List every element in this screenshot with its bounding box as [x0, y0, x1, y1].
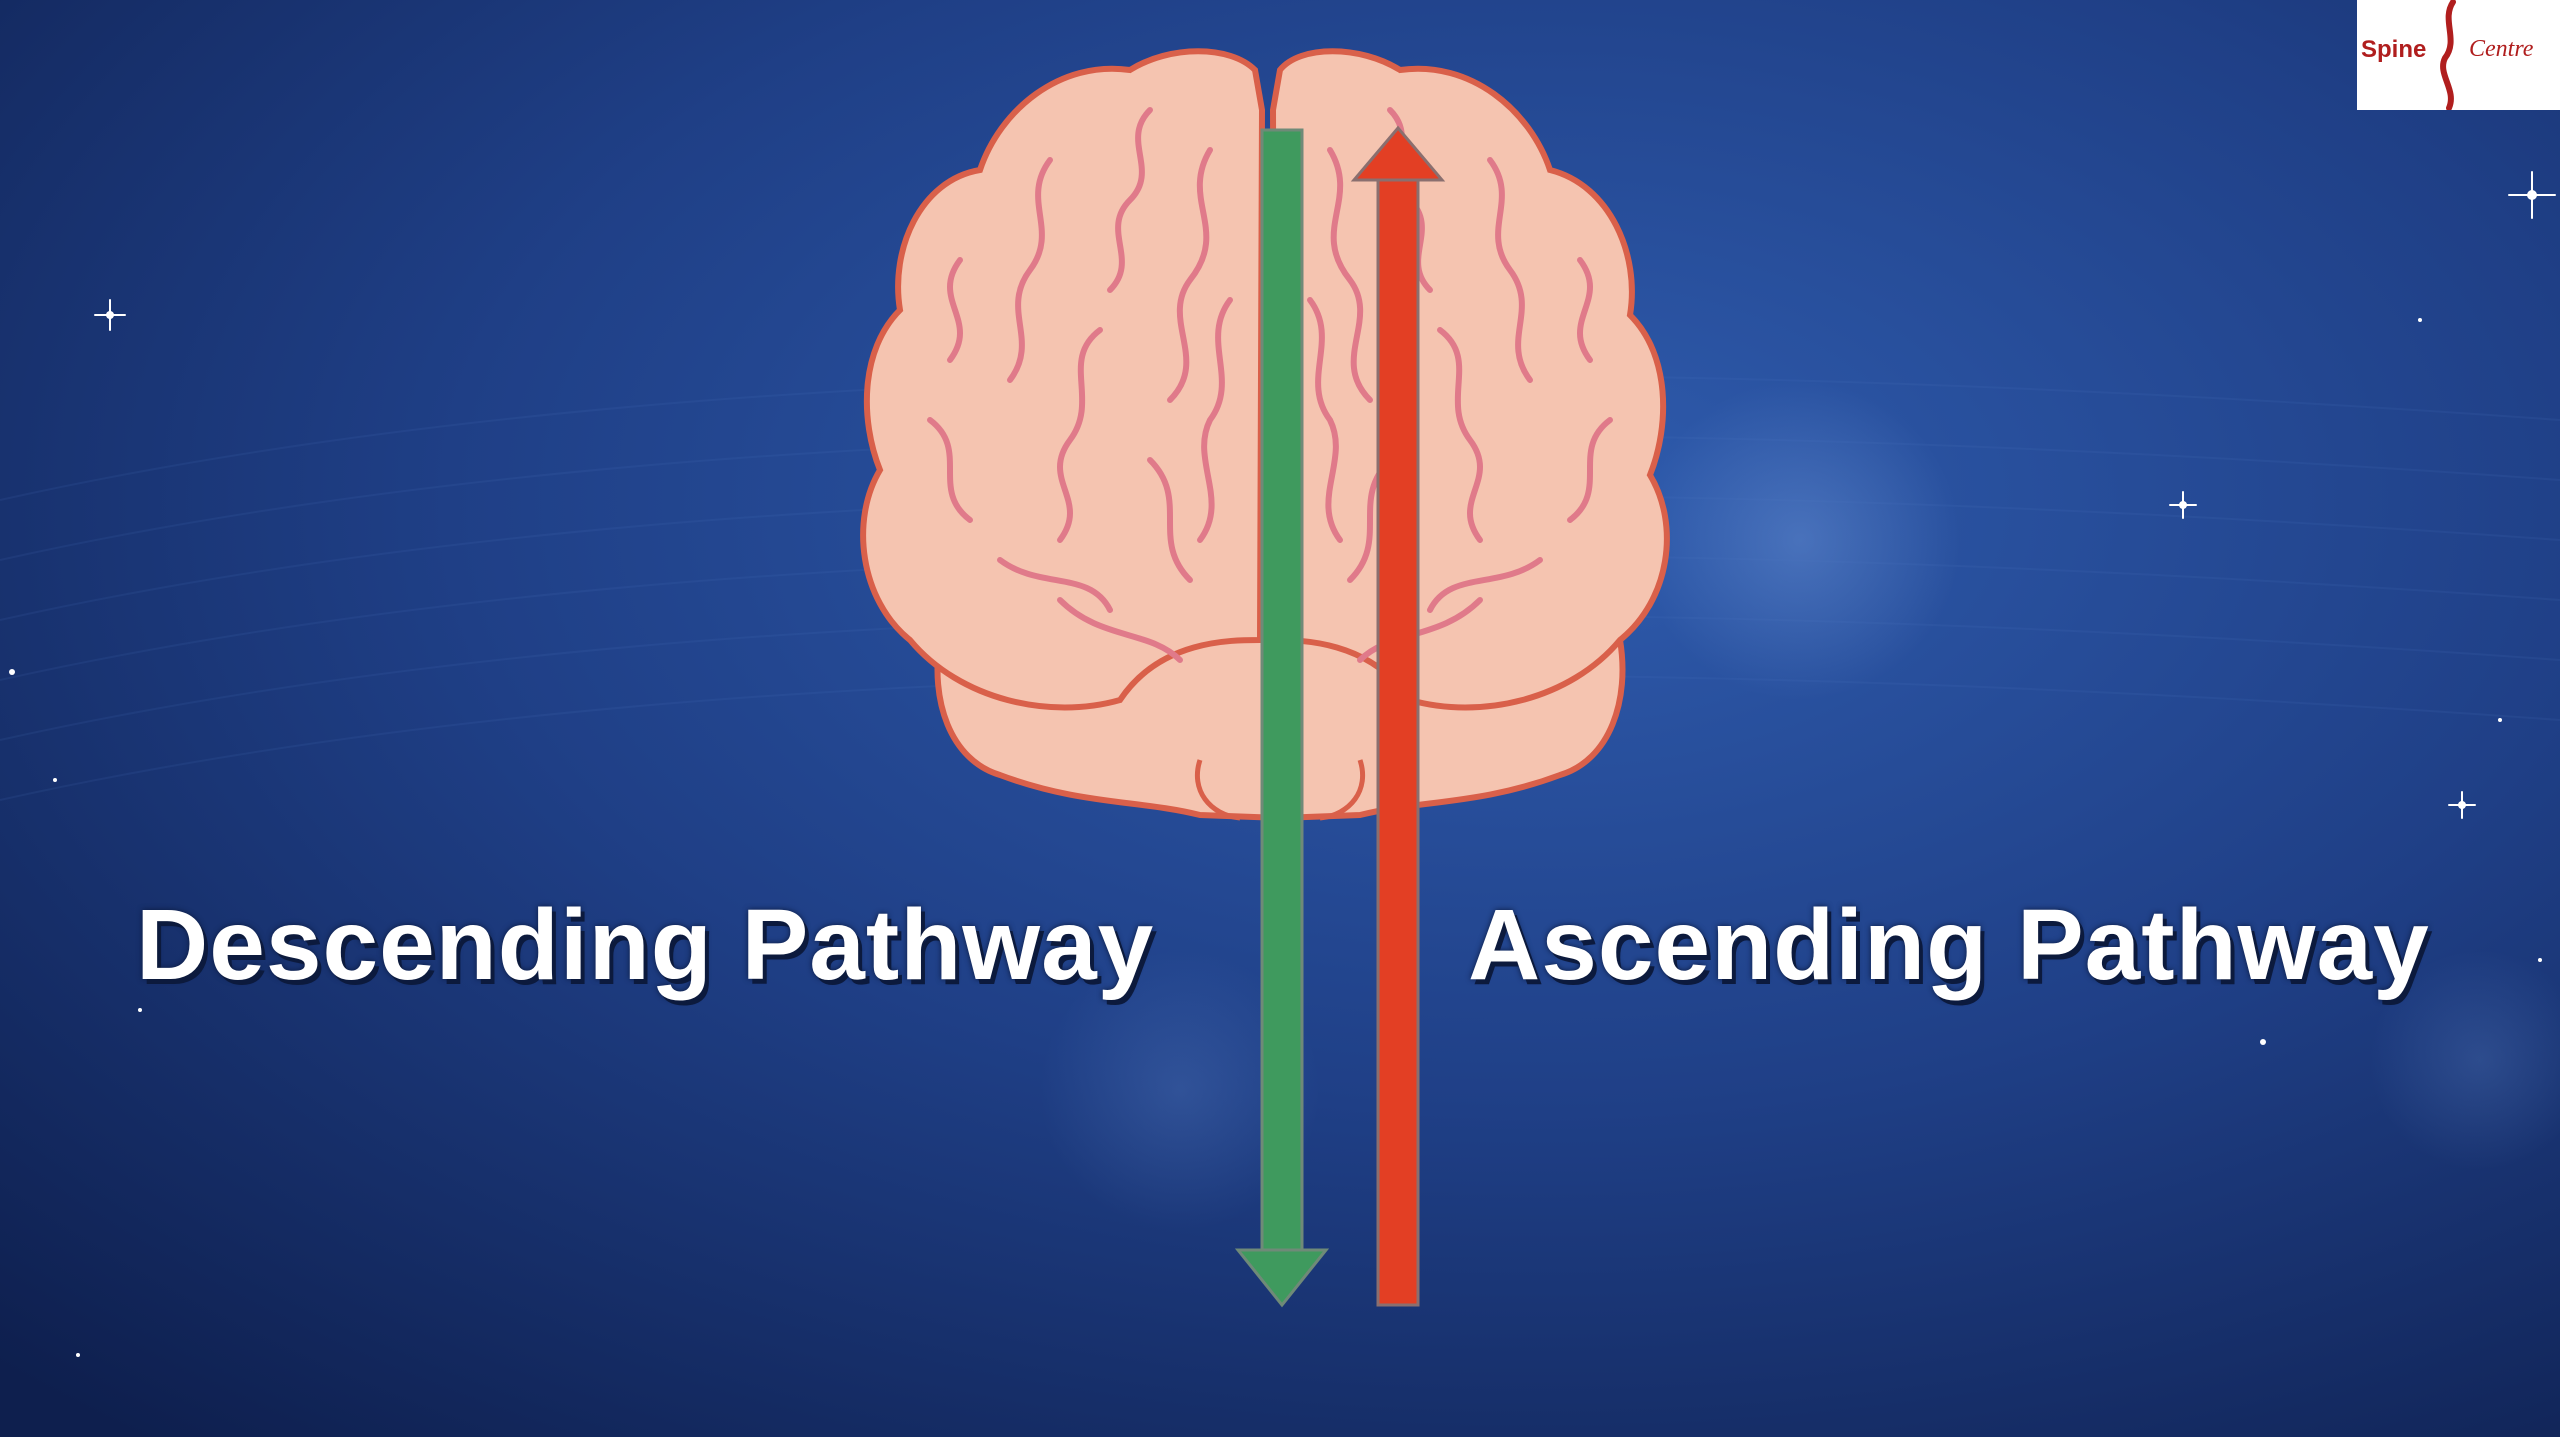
ascending-arrow [1350, 125, 1446, 1307]
spine-centre-logo: Spine Centre [2357, 0, 2560, 110]
spine-curve-icon [2440, 0, 2456, 110]
brain-left-hemisphere [860, 48, 1266, 711]
descending-arrow [1234, 128, 1330, 1308]
ascending-pathway-label: Ascending Pathway [1468, 889, 2430, 1001]
logo-word-spine: Spine [2361, 36, 2427, 63]
logo-word-centre: Centre [2469, 36, 2534, 62]
descending-pathway-label: Descending Pathway [136, 889, 1155, 1001]
